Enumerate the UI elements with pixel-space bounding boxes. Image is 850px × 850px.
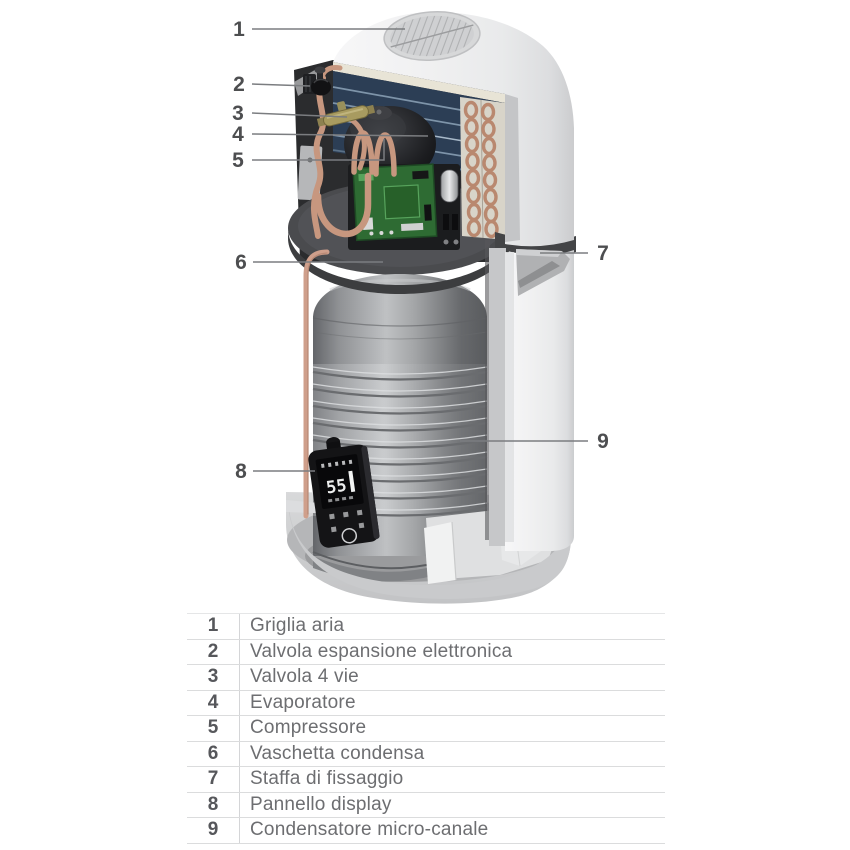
legend-label: Vaschetta condensa <box>250 742 425 764</box>
leader-line-3 <box>251 112 348 118</box>
legend-label: Compressore <box>250 717 367 739</box>
leader-line-5 <box>252 139 385 161</box>
legend-label: Pannello display <box>250 793 392 815</box>
legend-row: 5 Compressore <box>187 716 665 742</box>
legend-table: 1 Griglia aria 2 Valvola espansione elet… <box>187 613 665 844</box>
condensate-drain-pipe <box>303 249 330 519</box>
air-grille <box>383 11 481 61</box>
legend-label: Valvola espansione elettronica <box>250 640 513 662</box>
control-pcb <box>348 163 460 250</box>
legend-number: 4 <box>187 690 240 715</box>
callout-number-2: 2 <box>233 73 245 96</box>
legend-number: 9 <box>187 818 240 843</box>
legend-row: 7 Staffa di fissaggio <box>187 767 665 793</box>
callout-number-6: 6 <box>235 251 247 274</box>
callout-number-9: 9 <box>597 430 609 453</box>
legend-row: 9 Condensatore micro-canale <box>187 818 665 844</box>
shell-cut-edge <box>489 248 506 546</box>
callout-number-1: 1 <box>233 18 245 41</box>
display-panel: 55 <box>308 437 380 548</box>
outer-shell-body <box>505 250 574 551</box>
leader-line-2 <box>251 83 311 87</box>
legend-number: 6 <box>187 741 240 766</box>
device-illustration: 55 <box>232 11 609 604</box>
power-button-icon <box>341 528 358 544</box>
legend-label: Staffa di fissaggio <box>250 768 404 790</box>
callout-number-3: 3 <box>232 102 244 125</box>
legend-row: 6 Vaschetta condensa <box>187 741 665 767</box>
callout-number-4: 4 <box>232 123 244 146</box>
legend-row: 3 Valvola 4 vie <box>187 665 665 691</box>
legend-row: 2 Valvola espansione elettronica <box>187 639 665 665</box>
callout-number-5: 5 <box>232 149 244 172</box>
legend-label: Griglia aria <box>250 615 345 637</box>
outer-shell <box>333 11 574 551</box>
legend-number: 3 <box>187 665 240 690</box>
expansion-valve <box>303 66 331 96</box>
legend-number: 8 <box>187 792 240 817</box>
callout-number-8: 8 <box>235 460 247 483</box>
legend-number: 7 <box>187 767 240 792</box>
leader-line-4 <box>251 133 429 137</box>
display-reading: 55 <box>325 476 348 499</box>
mounting-bracket <box>516 249 570 296</box>
head-interior <box>288 60 512 275</box>
legend-number: 2 <box>187 639 240 664</box>
legend-label: Valvola 4 vie <box>250 666 359 688</box>
legend-row: 8 Pannello display <box>187 792 665 818</box>
evaporator-coil-bends <box>460 97 507 240</box>
legend-number: 5 <box>187 716 240 741</box>
legend-label: Evaporatore <box>250 691 356 713</box>
callout-number-7: 7 <box>597 242 609 265</box>
legend-row: 4 Evaporatore <box>187 690 665 716</box>
legend-number: 1 <box>187 614 240 639</box>
legend-label: Condensatore micro-canale <box>250 819 489 841</box>
legend-row: 1 Griglia aria <box>187 613 665 640</box>
